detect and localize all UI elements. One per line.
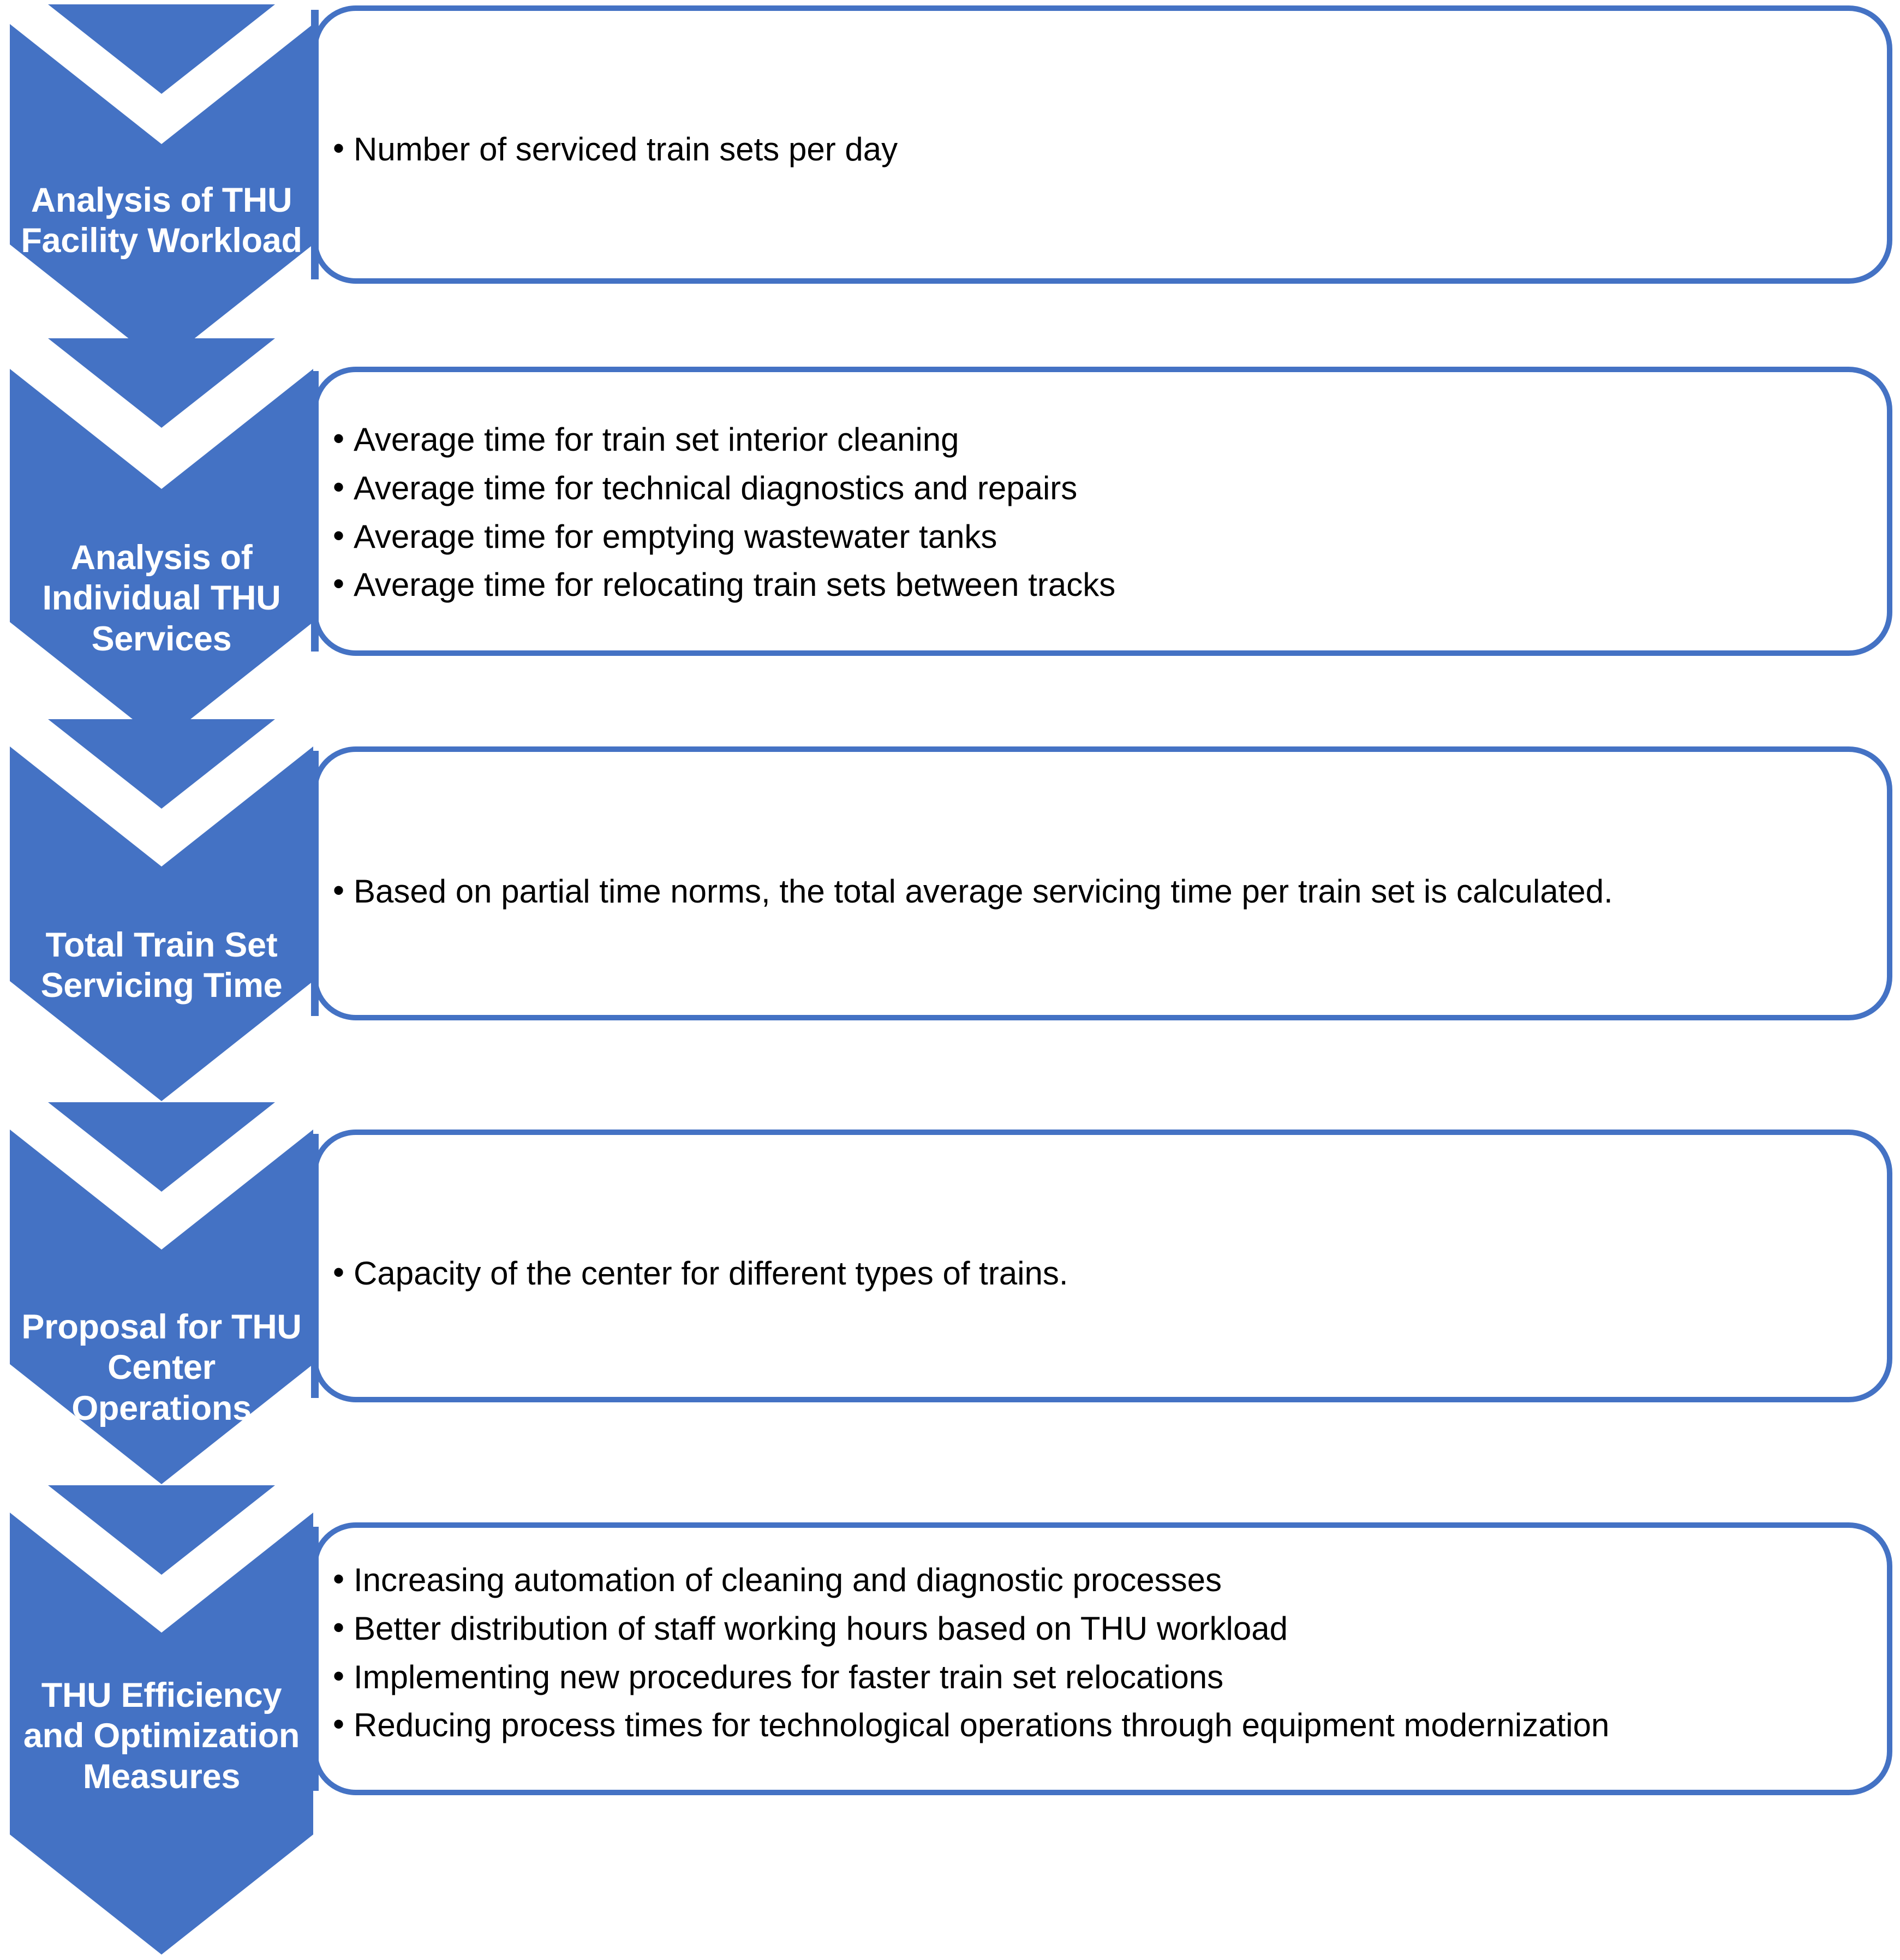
- step-label-text: Proposal for THU Center Operations: [21, 1308, 302, 1427]
- step-label-3: Total Train Set Servicing Time: [10, 925, 313, 1006]
- chevron-icon: [10, 1102, 313, 1484]
- chevron-icon: [10, 4, 313, 364]
- step-label-5: THU Efficiency and Optimization Measures: [10, 1675, 313, 1797]
- chevron-shape-3: [10, 719, 313, 1101]
- bullet-item: Number of serviced train sets per day: [333, 124, 1877, 174]
- chevron-icon: [10, 719, 313, 1101]
- step-label-1: Analysis of THU Facility Workload: [10, 180, 313, 261]
- step-label-text: THU Efficiency and Optimization Measures: [23, 1676, 300, 1796]
- chevron-icon: [10, 338, 313, 742]
- bullet-list-4: Capacity of the center for different typ…: [333, 1248, 1877, 1298]
- bullet-list-5: Increasing automation of cleaning and di…: [333, 1555, 1877, 1750]
- bullet-item: Based on partial time norms, the total a…: [333, 867, 1877, 916]
- bullet-item: Average time for relocating train sets b…: [333, 560, 1877, 609]
- step-label-text: Analysis of Individual THU Services: [42, 539, 281, 658]
- chevron-shape-2: [10, 338, 313, 742]
- chevron-shape-5: [10, 1485, 313, 1955]
- bullet-item: Better distribution of staff working hou…: [333, 1604, 1877, 1653]
- bullet-item: Increasing automation of cleaning and di…: [333, 1555, 1877, 1605]
- bullet-list-3: Based on partial time norms, the total a…: [333, 867, 1877, 916]
- step-label-text: Analysis of THU Facility Workload: [21, 181, 302, 260]
- bullet-item: Average time for technical diagnostics a…: [333, 463, 1877, 513]
- bullet-item: Average time for train set interior clea…: [333, 415, 1877, 464]
- chevron-shape-4: [10, 1102, 313, 1484]
- bullet-item: Capacity of the center for different typ…: [333, 1248, 1877, 1298]
- bullet-item: Implementing new procedures for faster t…: [333, 1652, 1877, 1702]
- bullet-item: Average time for emptying wastewater tan…: [333, 512, 1877, 561]
- step-label-text: Total Train Set Servicing Time: [40, 926, 283, 1005]
- bullet-list-1: Number of serviced train sets per day: [333, 124, 1877, 174]
- chevron-icon: [10, 1485, 313, 1955]
- step-label-4: Proposal for THU Center Operations: [10, 1307, 313, 1429]
- bullet-list-2: Average time for train set interior clea…: [333, 415, 1877, 609]
- step-label-2: Analysis of Individual THU Services: [10, 537, 313, 659]
- bullet-item: Reducing process times for technological…: [333, 1700, 1877, 1750]
- bullet-text: Based on partial time norms, the total a…: [354, 873, 1613, 910]
- chevron-shape-1: [10, 4, 313, 364]
